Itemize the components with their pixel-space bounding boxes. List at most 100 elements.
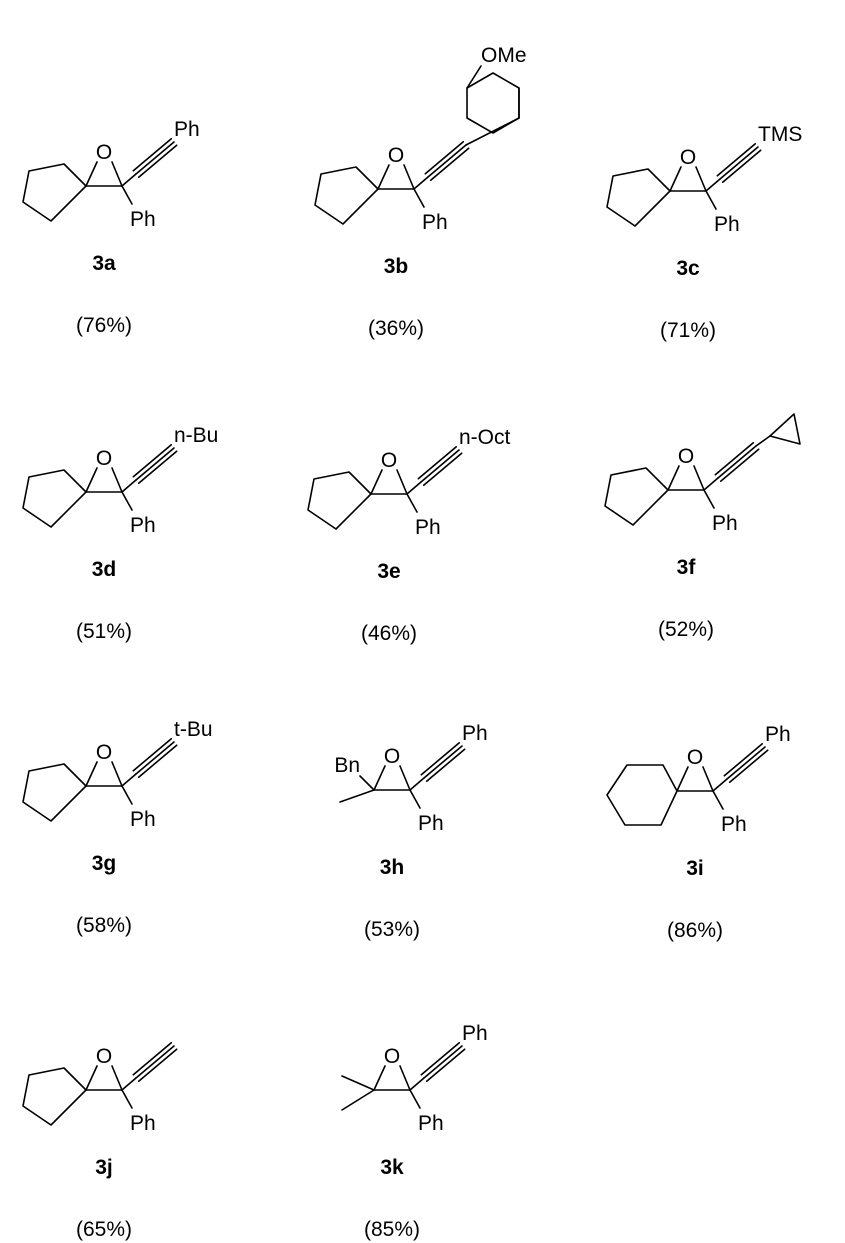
epoxide-bond-right bbox=[399, 765, 411, 791]
yield-text: (65%) bbox=[76, 1218, 132, 1241]
yield-text: (53%) bbox=[364, 918, 420, 941]
oxygen-label: O bbox=[96, 447, 112, 470]
alkyne-triple-bond-side-b bbox=[420, 741, 461, 776]
phenyl-label: Ph bbox=[418, 812, 444, 835]
oxygen-label: O bbox=[384, 1045, 400, 1068]
phenyl-label: Ph bbox=[130, 514, 156, 537]
alkyne-triple-bond-side-a bbox=[137, 450, 178, 485]
alkyne-substituent-label: TMS bbox=[758, 123, 802, 146]
cyclohexane-ring bbox=[606, 764, 678, 826]
oxygen-label: O bbox=[96, 1045, 112, 1068]
alkyne-triple-bond-center bbox=[135, 741, 175, 775]
compound-id: 3a bbox=[92, 252, 116, 275]
phenyl-label: Ph bbox=[712, 512, 738, 535]
epoxide-bond-right bbox=[399, 1065, 411, 1091]
alkyne-substituent-label: Ph bbox=[174, 118, 200, 141]
alkyne-link bbox=[703, 477, 719, 491]
cyclopentane-ring bbox=[22, 763, 87, 822]
compound-id: 3c bbox=[676, 257, 700, 280]
epoxide-bond-left bbox=[669, 166, 682, 192]
methoxy-bond bbox=[466, 65, 482, 89]
epoxide-bond-right bbox=[111, 761, 123, 787]
aryl-link bbox=[465, 117, 520, 146]
alkyne-link bbox=[406, 481, 422, 495]
compound-id: 3k bbox=[380, 1156, 404, 1179]
alkyne-triple-bond-side-a bbox=[719, 448, 760, 483]
cyclopentane-ring bbox=[604, 467, 669, 526]
phenyl-bond bbox=[409, 789, 421, 809]
phenyl-bond bbox=[121, 185, 133, 205]
alkyne-triple-bond-side-b bbox=[714, 441, 755, 476]
phenyl-label: Ph bbox=[130, 208, 156, 231]
alkyne-link bbox=[121, 173, 137, 187]
phenyl-label: Ph bbox=[422, 211, 448, 234]
alkyne-triple-bond-side-a bbox=[137, 1048, 178, 1083]
cyclopropyl-bond bbox=[755, 435, 771, 447]
oxygen-label: O bbox=[96, 741, 112, 764]
alkyne-link bbox=[712, 778, 728, 792]
alkyne-link bbox=[409, 1077, 425, 1091]
alkyne-substituent-label: n-Bu bbox=[174, 424, 218, 447]
aryl-ring bbox=[466, 72, 520, 134]
epoxide-bond-left bbox=[373, 1065, 386, 1091]
alkyne-triple-bond-center bbox=[427, 144, 467, 178]
alkyne-triple-bond-side-b bbox=[132, 137, 173, 172]
yield-text: (85%) bbox=[364, 1218, 420, 1241]
cyclopentane-ring bbox=[22, 469, 87, 528]
alkyne-substituent-label: n-Oct bbox=[459, 426, 511, 449]
compound-id: 3h bbox=[380, 856, 405, 879]
alkyne-triple-bond-side-b bbox=[132, 737, 173, 772]
phenyl-bond bbox=[121, 1089, 133, 1109]
alkyne-triple-bond-side-a bbox=[429, 147, 470, 182]
yield-text: (76%) bbox=[76, 314, 132, 337]
epoxide-bond-left bbox=[370, 469, 383, 495]
phenyl-bond bbox=[406, 493, 418, 513]
epoxide-bond-right bbox=[693, 465, 705, 491]
compound-3c: O Ph TMS 3c (71%) bbox=[606, 123, 802, 342]
phenyl-label: Ph bbox=[714, 213, 740, 236]
alkyne-substituent-label: Ph bbox=[462, 1022, 488, 1045]
yield-text: (51%) bbox=[76, 620, 132, 643]
epoxide-bond-right bbox=[111, 161, 123, 187]
epoxide-bond-left bbox=[373, 765, 386, 791]
alkyne-triple-bond-side-b bbox=[723, 742, 764, 777]
phenyl-bond bbox=[121, 491, 133, 511]
alkyne-triple-bond-side-a bbox=[137, 144, 178, 179]
methoxy-label: OMe bbox=[481, 44, 527, 67]
yield-text: (36%) bbox=[368, 317, 424, 340]
alkyne-triple-bond-side-b bbox=[417, 445, 458, 480]
phenyl-bond bbox=[413, 188, 425, 208]
compound-id: 3d bbox=[92, 558, 117, 581]
phenyl-label: Ph bbox=[130, 1112, 156, 1135]
methyl-bond bbox=[339, 789, 375, 803]
phenyl-label: Ph bbox=[130, 808, 156, 831]
phenyl-bond bbox=[705, 190, 717, 210]
epoxide-bond-right bbox=[111, 467, 123, 493]
epoxide-bond-left bbox=[85, 467, 98, 493]
yield-text: (71%) bbox=[660, 319, 716, 342]
molecules: OPhPh3a(76%)OPhOMe3b(36%)OPhTMS3c(71%)OP… bbox=[22, 44, 802, 1241]
alkyne-triple-bond-side-b bbox=[132, 1041, 173, 1076]
alkyne-substituent-label: Ph bbox=[765, 723, 791, 746]
phenyl-label: Ph bbox=[418, 1112, 444, 1135]
oxygen-label: O bbox=[388, 144, 404, 167]
alkyne-link bbox=[121, 479, 137, 493]
epoxide-bond-left bbox=[85, 1065, 98, 1091]
oxygen-label: O bbox=[680, 146, 696, 169]
phenyl-bond bbox=[703, 489, 715, 509]
alkyne-link bbox=[121, 773, 137, 787]
epoxide-bond-left bbox=[85, 161, 98, 187]
alkyne-triple-bond-center bbox=[423, 745, 463, 779]
alkyne-triple-bond-center bbox=[135, 447, 175, 481]
epoxide-bond-right bbox=[702, 766, 714, 792]
cyclopentane-ring bbox=[22, 163, 87, 222]
alkyne-triple-bond-side-b bbox=[424, 140, 465, 175]
alkyne-triple-bond-side-a bbox=[137, 744, 178, 779]
